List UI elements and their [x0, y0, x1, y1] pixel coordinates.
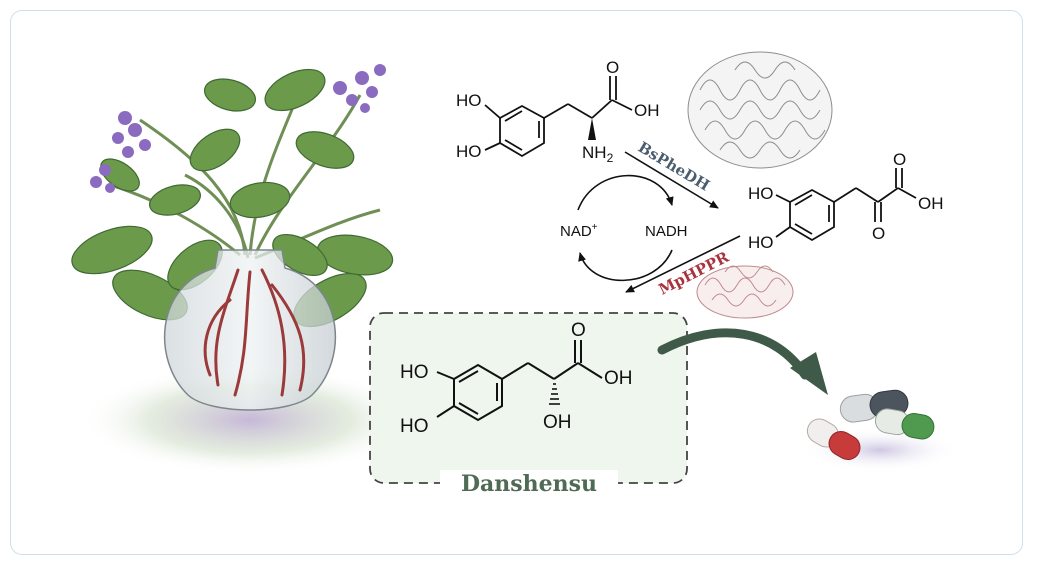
reactant-wedge-bond [588, 118, 596, 140]
product-bonds [436, 340, 603, 422]
reactant-oh: OH [634, 101, 660, 120]
intermediate-ho-top: HO [748, 184, 774, 203]
plant-flowers [90, 64, 386, 193]
cofactor-oxidized: NAD+ [560, 222, 598, 240]
product-box: Danshensu HO HO O OH OH [369, 312, 688, 497]
cycle-arrow-top [577, 174, 674, 211]
reactant-amine: NH2 [582, 143, 614, 165]
bspheda-protein-structure [687, 51, 833, 169]
product-name: Danshensu [461, 471, 597, 497]
product-box-border [369, 312, 688, 484]
product-ho-bottom: HO [400, 416, 429, 437]
flow-arrow-head [790, 352, 828, 395]
flow-arrow [657, 328, 828, 395]
reactant-ho-top: HO [456, 91, 482, 110]
intermediate-bonds [775, 168, 917, 242]
plant-illustration [71, 64, 420, 475]
intermediate-oh: OH [918, 194, 944, 213]
capsules-illustration [800, 389, 960, 472]
product-label-backdrop [440, 470, 618, 496]
flow-arrow-body [657, 328, 810, 380]
intermediate-ho-bottom: HO [748, 233, 774, 252]
reactant-carbonyl-o: O [606, 58, 619, 77]
cycle-arrow-bottom [578, 249, 673, 282]
product-hashed-bond [549, 383, 560, 405]
red-roots [203, 268, 306, 397]
forward-reaction-arrow [624, 151, 719, 209]
intermediate-molecule: HO HO O OH O [748, 150, 944, 252]
product-oh: OH [604, 368, 633, 389]
cofactor-reduced: NADH [645, 223, 688, 240]
intermediate-acid-o: O [893, 150, 906, 169]
product-hydroxyl: OH [543, 412, 572, 433]
enzyme-forward-label: BsPheDH [635, 138, 713, 195]
capsule-green [874, 408, 935, 440]
product-ho-top: HO [400, 362, 429, 383]
capsule-red [806, 418, 861, 460]
product-carbonyl-o: O [571, 320, 586, 341]
reactant-bonds [484, 76, 633, 158]
plant-leaves [71, 68, 394, 328]
reverse-reaction-arrow [625, 235, 741, 293]
reactant-molecule: HO HO O OH NH2 [456, 58, 660, 165]
intermediate-keto-o: O [872, 224, 885, 243]
mphppr-protein-structure [696, 265, 794, 319]
reactant-ho-bottom: HO [456, 142, 482, 161]
cofactor-cycle: NAD+ NADH [560, 174, 688, 282]
plant-shadow [80, 365, 420, 475]
